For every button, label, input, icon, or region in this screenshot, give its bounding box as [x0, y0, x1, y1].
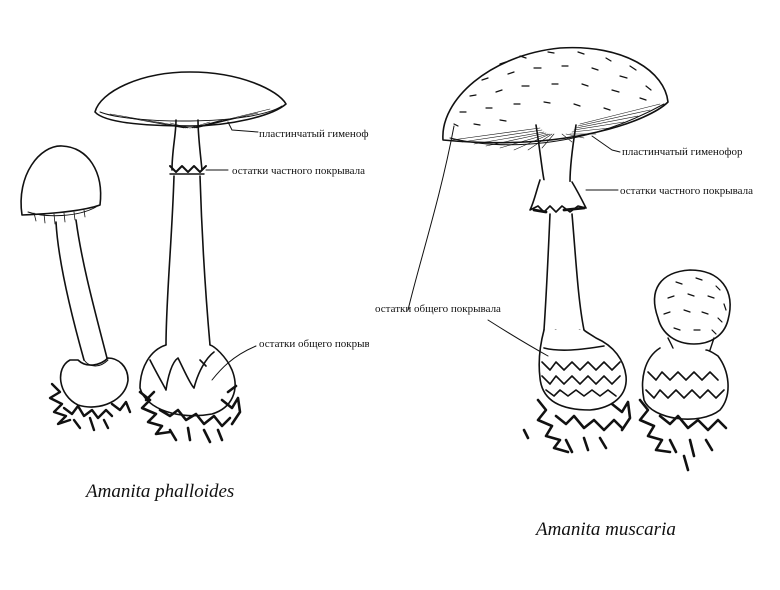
label-muscaria-gills: пластинчатый гименофор	[622, 146, 743, 158]
label-phalloides-volva: остатки общего покрывала	[259, 338, 385, 350]
mature-phalloides-drawing	[94, 71, 287, 444]
young-muscaria-drawing	[638, 269, 731, 472]
label-muscaria-volva: остатки общего покрывала	[375, 303, 501, 315]
callout-lines	[205, 121, 621, 381]
label-phalloides-ring: остатки частного покрывала	[232, 165, 365, 177]
mature-muscaria-drawing	[442, 46, 669, 454]
species-name-muscaria: Amanita muscaria	[534, 519, 676, 540]
species-name-phalloides: Amanita phalloides	[84, 481, 234, 502]
label-phalloides-gills: пластинчатый гименофор	[259, 128, 380, 140]
young-phalloides-drawing	[20, 145, 132, 432]
label-muscaria-ring: остатки частного покрывала	[620, 185, 753, 197]
